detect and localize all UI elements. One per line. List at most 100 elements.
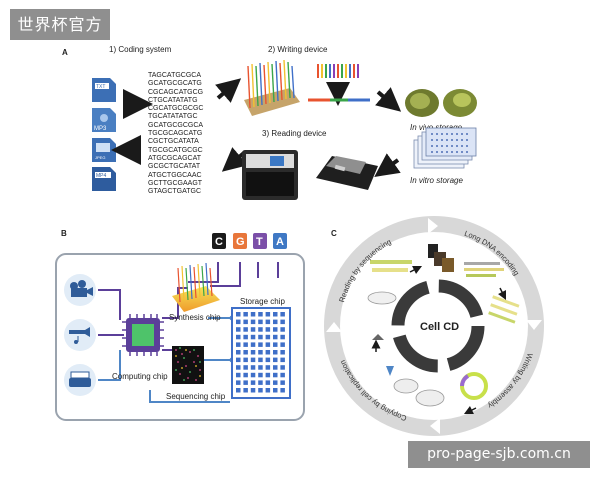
storage-well [236, 388, 241, 393]
mp4-label: MP4 [96, 173, 107, 179]
storage-well [280, 342, 285, 347]
storage-well [243, 335, 248, 340]
storage-well [266, 335, 271, 340]
storage-well [258, 320, 263, 325]
storage-well [273, 350, 278, 355]
storage-well [236, 380, 241, 385]
to-writing-arrow-icon [218, 86, 232, 98]
storage-well [273, 327, 278, 332]
storage-well [258, 350, 263, 355]
storage-well [251, 320, 256, 325]
writing-chip-image [244, 60, 300, 116]
svg-text:C: C [215, 236, 223, 248]
storage-well [266, 320, 271, 325]
storage-well [251, 335, 256, 340]
storage-well [280, 358, 285, 363]
storage-well [251, 358, 256, 363]
storage-well [273, 358, 278, 363]
storage-well [243, 388, 248, 393]
storage-well [280, 373, 285, 378]
storage-well [251, 312, 256, 317]
storage-well [258, 380, 263, 385]
nanopore-device-image [316, 156, 378, 190]
storage-well [266, 365, 271, 370]
in-vitro-image [414, 128, 476, 168]
storage-well [258, 335, 263, 340]
storage-well [266, 380, 271, 385]
storage-well [236, 335, 241, 340]
txt-label: TXT [96, 84, 105, 90]
txt-file-icon: TXT [92, 78, 116, 102]
storage-well [243, 365, 248, 370]
panel-b-letter: B [61, 229, 67, 238]
storage-well [273, 312, 278, 317]
storage-well [236, 365, 241, 370]
storage-well [258, 358, 263, 363]
base-tag-g: G [233, 233, 247, 249]
storage-well [266, 358, 271, 363]
storage-well [236, 350, 241, 355]
storage-well [273, 380, 278, 385]
sequencing-chip-image [172, 346, 204, 384]
storage-well [266, 342, 271, 347]
storage-well [236, 312, 241, 317]
storage-well [280, 350, 285, 355]
storage-well [273, 320, 278, 325]
storage-well [243, 373, 248, 378]
typewriter-icon [64, 364, 96, 396]
storage-well [266, 388, 271, 393]
storage-well [258, 327, 263, 332]
storage-well [258, 342, 263, 347]
storage-well [236, 320, 241, 325]
storage-well [273, 388, 278, 393]
storage-well [243, 327, 248, 332]
storage-well [251, 380, 256, 385]
cell-cd-label: Cell CD [420, 321, 459, 333]
storage-well [243, 320, 248, 325]
storage-well [251, 342, 256, 347]
svg-text:T: T [256, 236, 263, 248]
storage-well [236, 373, 241, 378]
storage-well [236, 358, 241, 363]
music-trumpet-icon [64, 319, 96, 351]
mp3-file-icon: MP3 [92, 108, 116, 132]
panel-c-letter: C [331, 229, 337, 238]
base-tag-c: C [212, 233, 226, 249]
base-tag-t: T [253, 233, 267, 249]
storage-well [280, 327, 285, 332]
storage-well [236, 327, 241, 332]
storage-well [273, 365, 278, 370]
jpeg-label: JPEG [95, 155, 105, 160]
oligo-bars [318, 64, 358, 78]
storage-well [266, 312, 271, 317]
storage-well [280, 320, 285, 325]
storage-well [236, 342, 241, 347]
synthesis-chip-label: Synthesis chip [169, 313, 221, 322]
storage-well [280, 388, 285, 393]
storage-well [258, 388, 263, 393]
storage-well [243, 342, 248, 347]
svg-text:A: A [276, 236, 284, 248]
storage-well [243, 350, 248, 355]
storage-well [251, 388, 256, 393]
mp3-label: MP3 [94, 126, 107, 132]
storage-well [273, 335, 278, 340]
storage-well [243, 312, 248, 317]
storage-well [280, 365, 285, 370]
storage-well [251, 350, 256, 355]
storage-well [266, 373, 271, 378]
storage-well [280, 380, 285, 385]
jpeg-file-icon: JPEG [92, 138, 116, 162]
to-storage-arrow-icon [378, 92, 392, 104]
storage-well [243, 358, 248, 363]
sequencer-device-image [242, 150, 298, 200]
watermark-bottom-right: pro-page-sjb.com.cn [408, 441, 590, 468]
storage-well [251, 327, 256, 332]
storage-chip-label: Storage chip [240, 297, 285, 306]
storage-well [280, 312, 285, 317]
storage-well [251, 373, 256, 378]
in-vivo-image [405, 89, 477, 117]
sequencing-chip-label: Sequencing chip [166, 392, 225, 401]
base-tag-a: A [273, 233, 287, 249]
